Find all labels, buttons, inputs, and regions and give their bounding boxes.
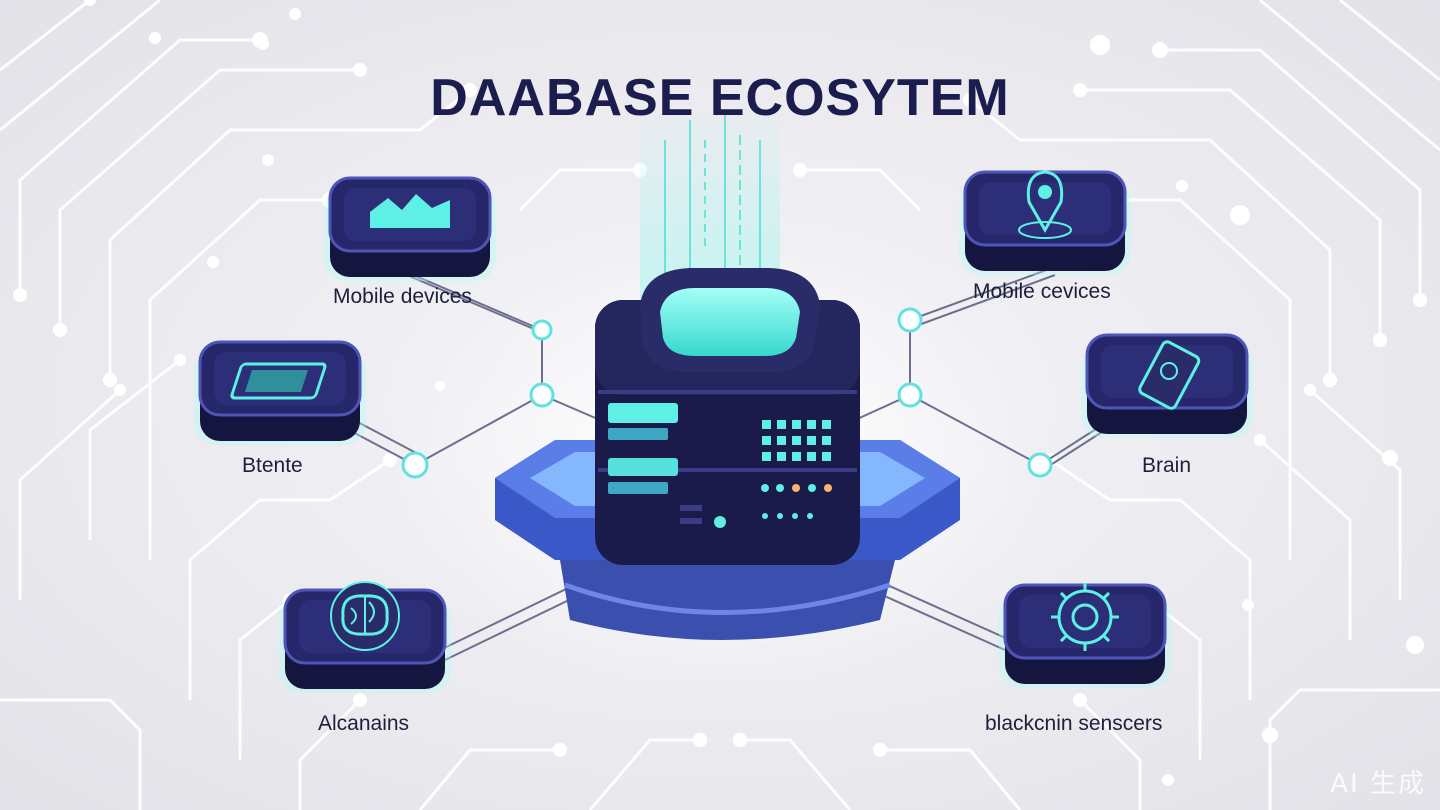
mountain-chart-tile: [324, 176, 496, 281]
brain-icon: [330, 581, 400, 651]
tablet-tile: [194, 340, 366, 445]
node-label-mobile-cevices: Mobile cevices: [973, 280, 1111, 303]
gear-circuit-tile: [999, 583, 1171, 688]
gear-circuit-icon: [1051, 583, 1119, 651]
mountain-chart-icon: [370, 194, 450, 228]
brain-tile: [279, 581, 451, 693]
location-pin-tile: [959, 170, 1131, 275]
page-title: DAABASE ECOSYTEM: [430, 69, 1010, 127]
smartphone-tile: [1081, 333, 1253, 438]
node-label-btente: Btente: [242, 454, 303, 477]
smartphone-icon: [1138, 340, 1201, 410]
location-pin-icon: [1018, 170, 1072, 239]
node-label-alcanains: Alcanains: [318, 712, 410, 735]
node-label-brain: Brain: [1142, 454, 1192, 477]
node-label-mobile-devices: Mobile devices: [333, 285, 472, 308]
watermark: AI 生成: [1330, 769, 1426, 799]
database-server-icon: [595, 268, 860, 565]
node-tiles: [194, 170, 1253, 693]
connection-junctions: [401, 307, 1053, 479]
node-label-blackcnin-senscers: blackcnin senscers: [985, 712, 1163, 735]
tablet-icon: [230, 362, 327, 400]
